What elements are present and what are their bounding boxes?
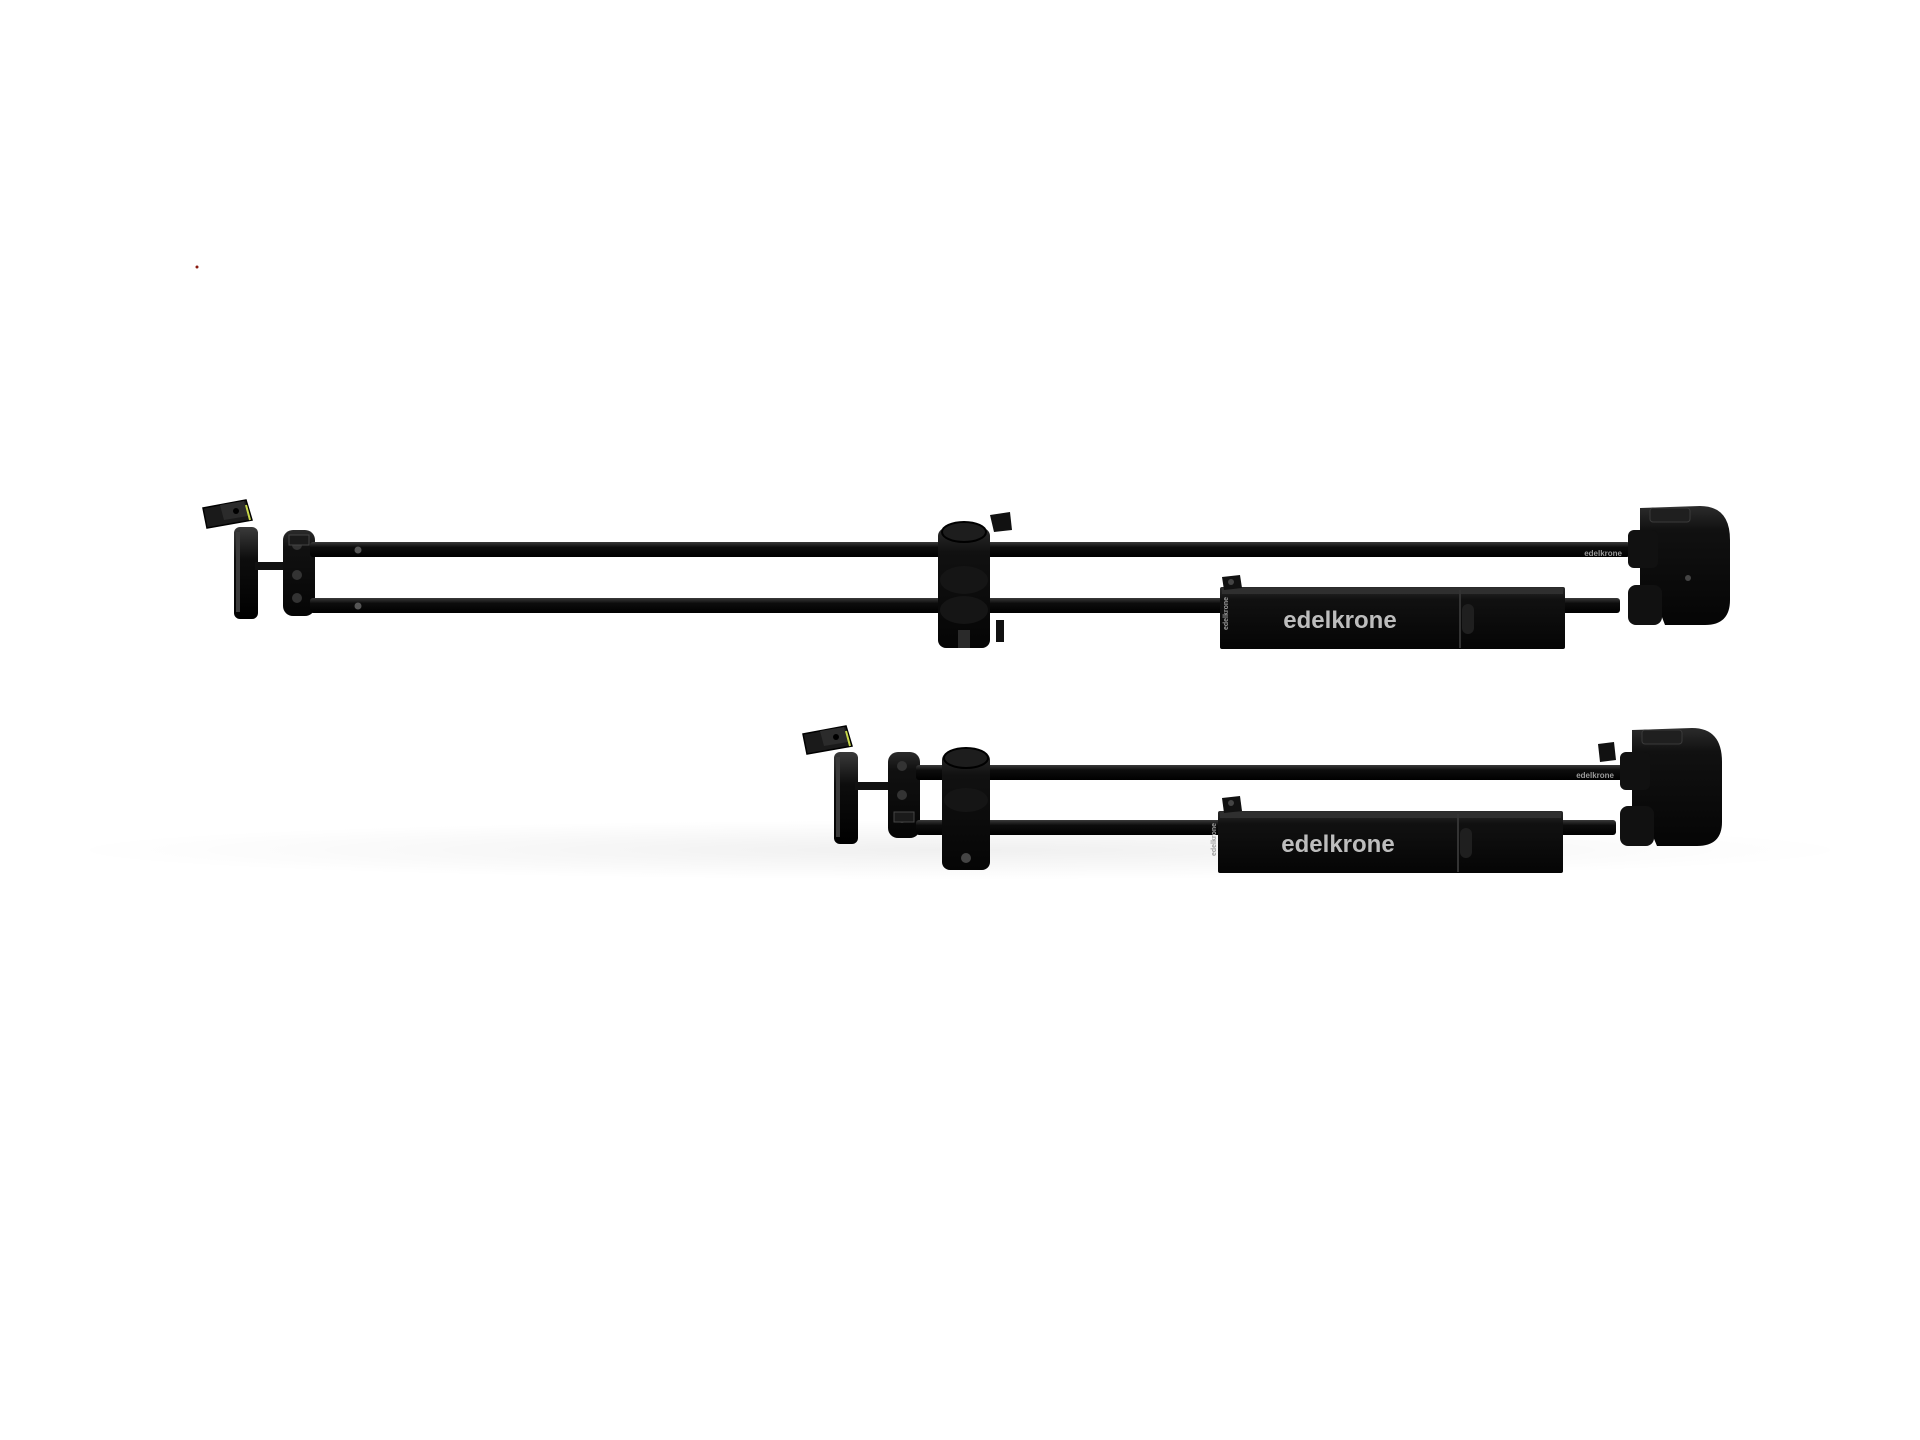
front-bracket [283, 530, 315, 616]
middle-pivot [938, 512, 1012, 648]
jib-arm-compact: edelkrone edelkrone edelkrone [802, 725, 1722, 873]
counterweight-box: edelkrone edelkrone [1220, 575, 1565, 649]
side-logo-text-compact: edelkrone [1211, 823, 1218, 856]
side-logo-text: edelkrone [1223, 597, 1230, 630]
camera-plate-mount-compact [802, 725, 858, 844]
jib-arm-extended: edelkrone edelkrone edelkrone [202, 499, 1730, 649]
end-logo-text-compact: edelkrone [1576, 771, 1614, 780]
counterweight-box-compact: edelkrone edelkrone [1211, 796, 1563, 873]
end-logo-text: edelkrone [1584, 549, 1622, 558]
camera-plate-mount [202, 499, 258, 619]
middle-pivot-compact [942, 742, 1616, 870]
rear-motor-housing: edelkrone [1584, 506, 1730, 625]
front-bracket-compact [888, 752, 920, 838]
rear-motor-housing-compact: edelkrone [1576, 728, 1722, 846]
upper-rod-compact [916, 765, 1626, 780]
brand-logo-text-compact: edelkrone [1281, 831, 1394, 858]
dust-speck [195, 265, 199, 269]
brand-logo-text: edelkrone [1283, 607, 1396, 634]
